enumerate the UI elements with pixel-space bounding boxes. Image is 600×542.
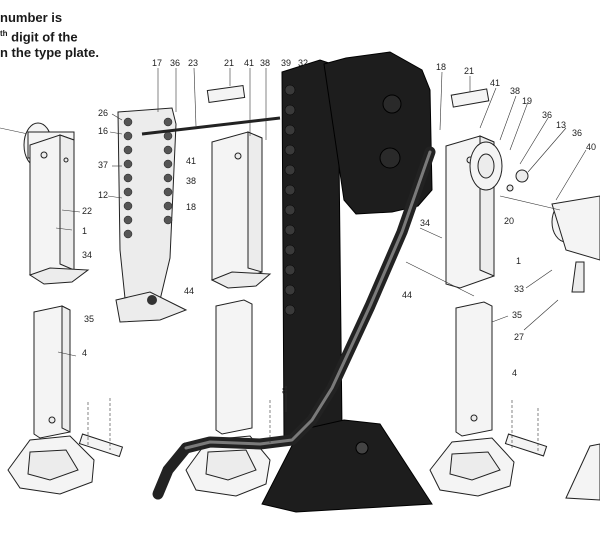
callout-35: 35 — [84, 314, 94, 324]
far-right-gearbox — [551, 195, 600, 293]
callout-22: 22 — [82, 206, 92, 216]
main-landing-gear — [261, 51, 433, 513]
callout-20: 20 — [504, 216, 514, 226]
center-left-housing — [210, 131, 272, 289]
right-foot-pin — [504, 433, 548, 457]
left-inner-tube — [33, 305, 71, 439]
callout-44-right: 44 — [402, 290, 412, 300]
callout-41-mid: 41 — [186, 156, 196, 166]
type-plate-note: number is th digit of the n the type pla… — [0, 10, 99, 61]
callout-41: 41 — [244, 58, 254, 68]
right-inner-tube — [455, 301, 493, 437]
callout-40: 40 — [586, 142, 596, 152]
callout-26: 26 — [98, 108, 108, 118]
callout-44: 44 — [184, 286, 194, 296]
left-foot-pin — [78, 433, 124, 458]
callout-labels: 17 36 23 21 41 38 39 32 18 21 41 38 19 3… — [82, 58, 596, 396]
callout-41-right: 41 — [490, 78, 500, 88]
callout-35-right: 35 — [512, 310, 522, 320]
callout-12: 12 — [98, 190, 108, 200]
far-right-foot — [565, 443, 600, 501]
note-line-3: n the type plate. — [0, 45, 99, 61]
callout-38-right: 38 — [510, 86, 520, 96]
callout-37: 37 — [98, 160, 108, 170]
right-gear-cover — [469, 141, 503, 191]
callout-18-mid: 18 — [186, 202, 196, 212]
callout-8: 8 — [282, 386, 287, 396]
crank-grip — [152, 442, 192, 500]
left-leg-housing — [28, 134, 90, 285]
callout-32: 32 — [298, 58, 308, 68]
drive-shaft — [141, 116, 281, 136]
leader-lines — [55, 67, 587, 412]
right-small-parts — [499, 169, 561, 211]
callout-4: 4 — [82, 348, 87, 358]
callout-34-right: 34 — [420, 218, 430, 228]
callout-16: 16 — [98, 126, 108, 136]
callout-17: 17 — [152, 58, 162, 68]
callout-36-far: 36 — [572, 128, 582, 138]
callout-38: 38 — [260, 58, 270, 68]
callout-1: 1 — [82, 226, 87, 236]
center-inner-tube — [215, 299, 253, 435]
callout-34: 34 — [82, 250, 92, 260]
callout-38-mid: 38 — [186, 176, 196, 186]
callout-4-right: 4 — [512, 368, 517, 378]
right-foot — [429, 437, 515, 497]
callout-21: 21 — [224, 58, 234, 68]
callout-18: 18 — [436, 62, 446, 72]
cap-plate-21-right — [450, 88, 490, 108]
callout-21-right: 21 — [464, 66, 474, 76]
callout-19: 19 — [522, 96, 532, 106]
callout-39: 39 — [281, 58, 291, 68]
note-line-2-text: digit of the — [7, 29, 78, 45]
note-superscript: th — [0, 29, 8, 38]
note-line-1: number is — [0, 10, 63, 25]
callout-33: 33 — [514, 284, 524, 294]
note-line-2: th digit of the — [0, 26, 99, 45]
left-foot — [7, 435, 95, 495]
callout-1-right: 1 — [516, 256, 521, 266]
callout-36-right: 36 — [542, 110, 552, 120]
callout-27: 27 — [514, 332, 524, 342]
gear-column — [115, 107, 188, 323]
callout-23: 23 — [188, 58, 198, 68]
cap-plate-21 — [206, 84, 246, 104]
callout-36: 36 — [170, 58, 180, 68]
callout-13: 13 — [556, 120, 566, 130]
